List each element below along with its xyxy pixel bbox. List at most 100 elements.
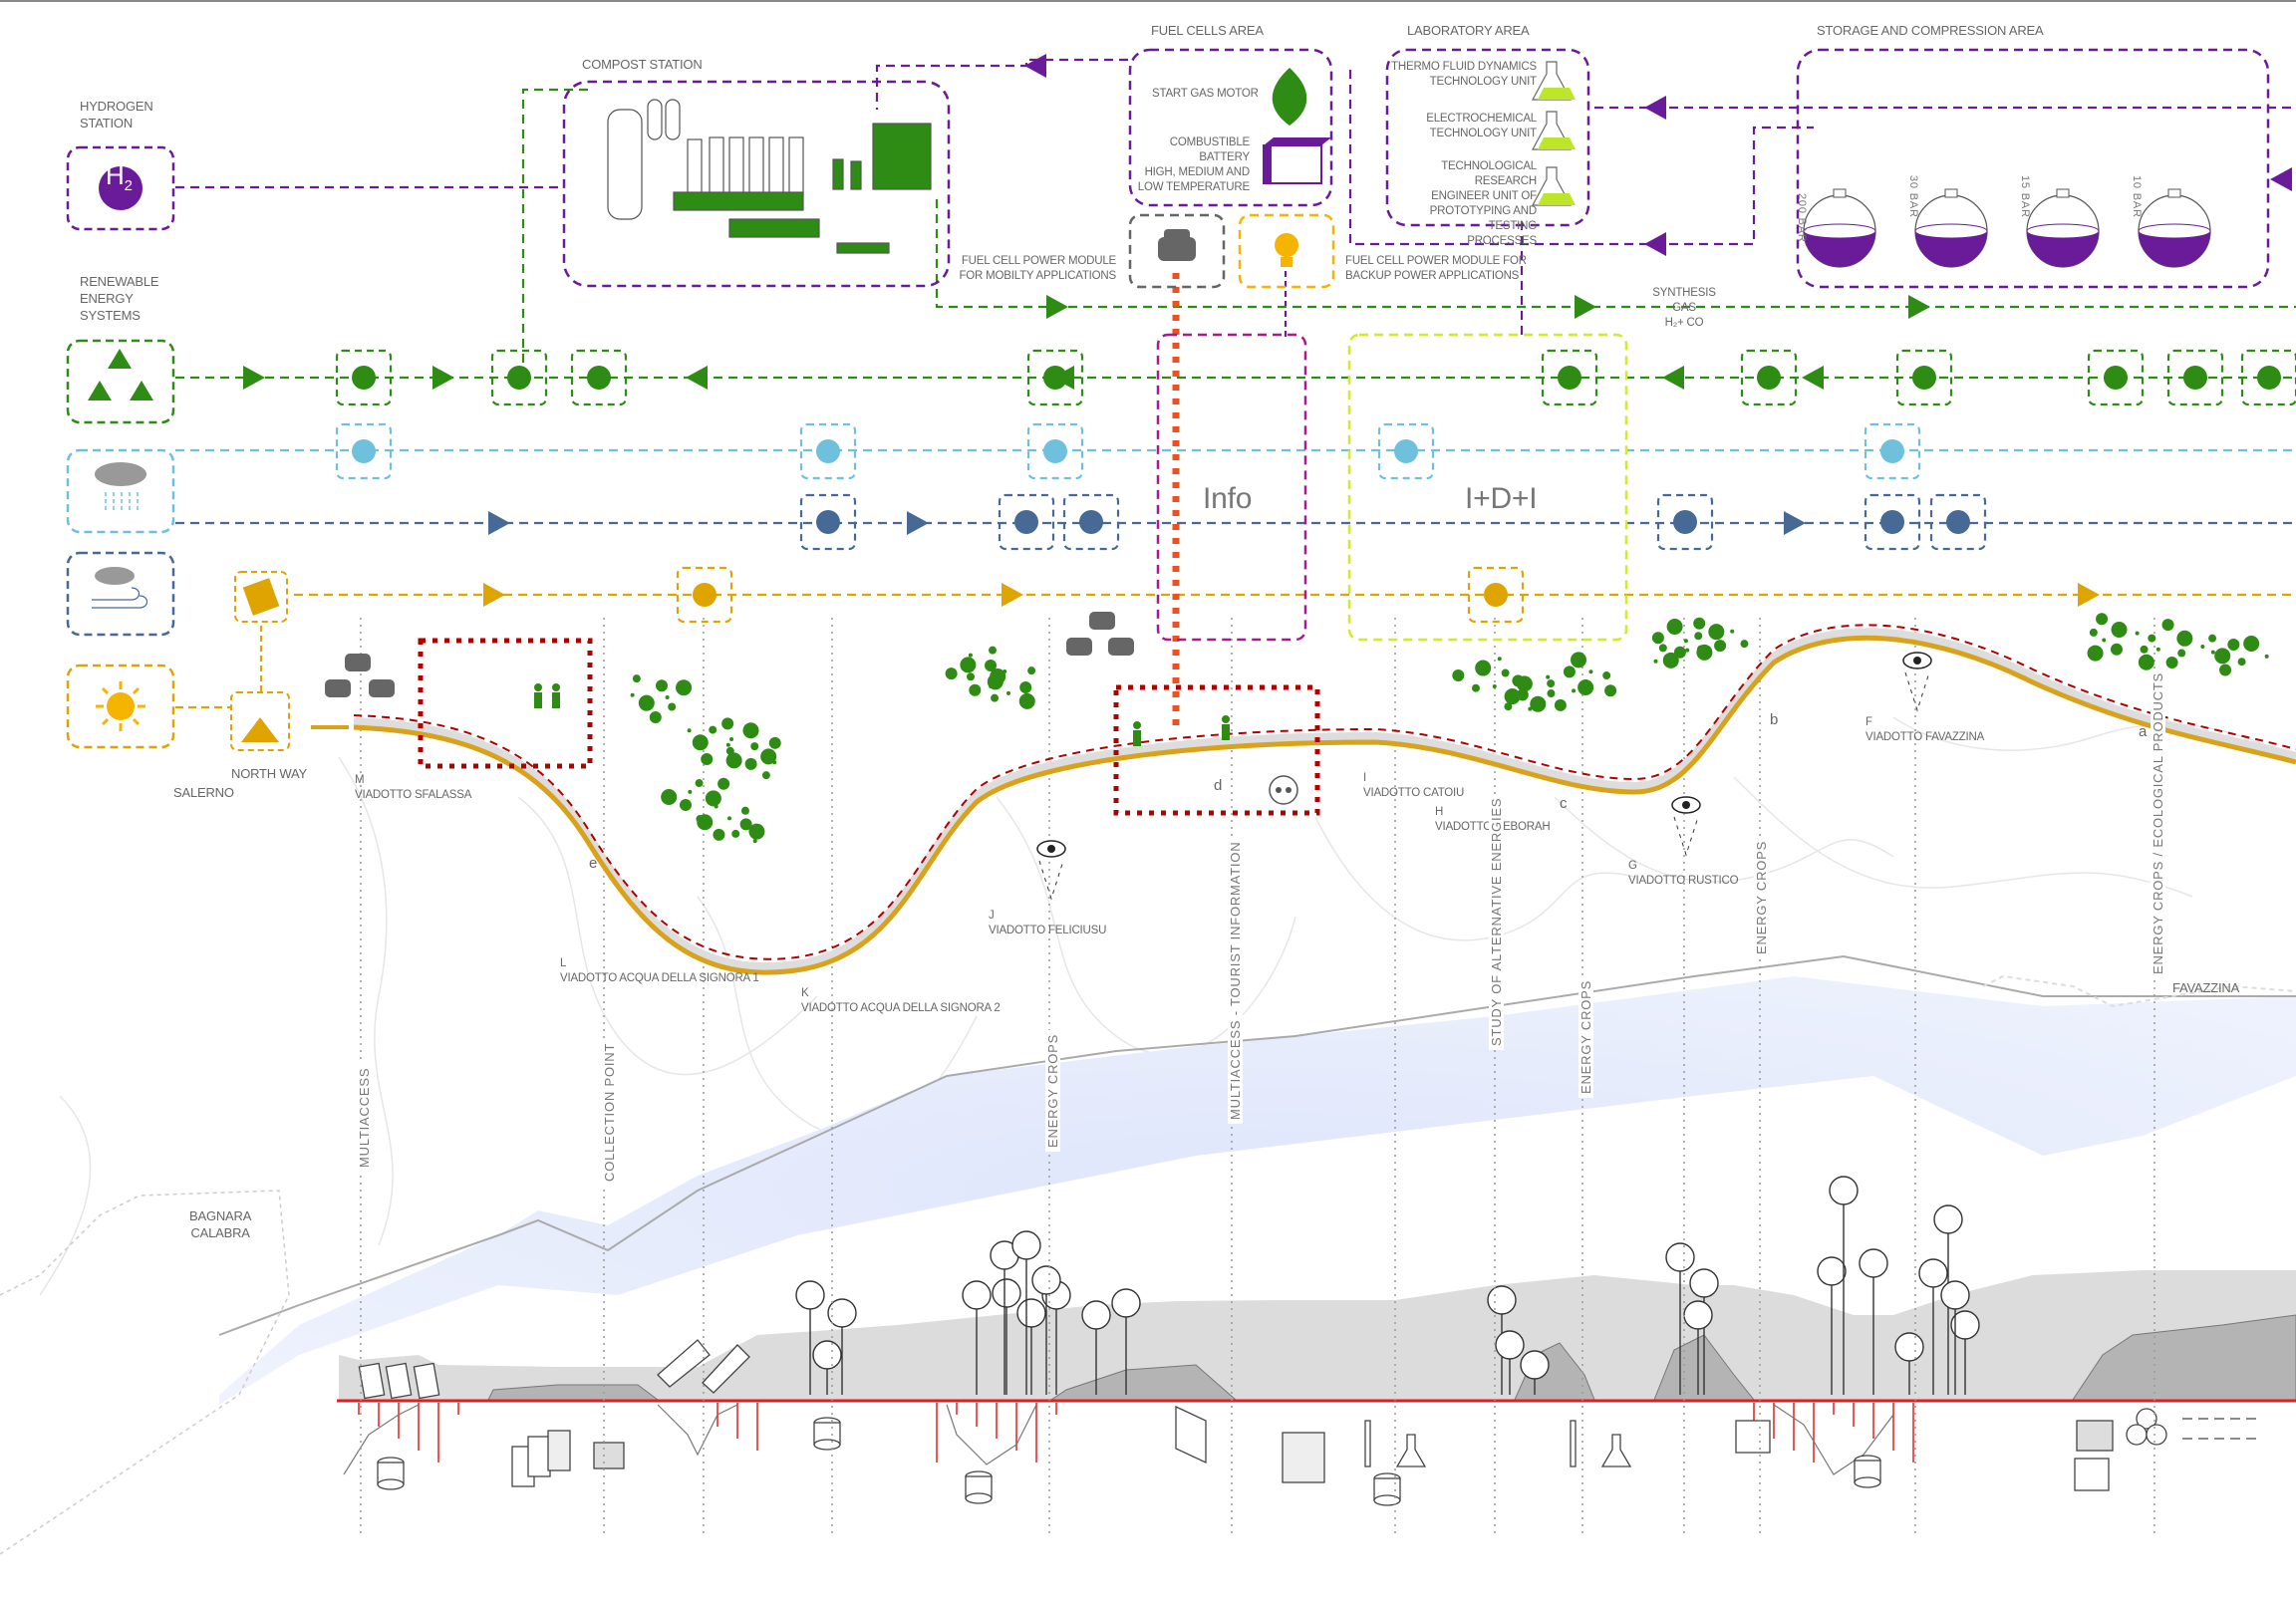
tree-cluster-icon <box>1452 668 1465 681</box>
ground-profile <box>343 1404 1894 1475</box>
combustible-battery-label: COMBUSTIBLE BATTERY HIGH, MEDIUM AND LOW… <box>1137 136 1250 193</box>
tree-cluster-icon <box>2111 621 2128 638</box>
process-icon-box <box>799 422 857 480</box>
balloon-icon <box>1520 1350 1550 1380</box>
start-gas-motor-label: START GAS MOTOR <box>1152 88 1259 100</box>
barrels-icon <box>1282 1432 1325 1483</box>
storage-area-title: STORAGE AND COMPRESSION AREA <box>1817 23 2044 38</box>
tree-cluster-icon <box>740 806 749 815</box>
tree-cluster-icon <box>632 674 641 683</box>
tree-cluster-icon <box>1588 669 1593 674</box>
tree-cluster-icon <box>1546 674 1551 679</box>
process-icon-box <box>570 349 628 406</box>
viaduct-code: M <box>355 774 365 786</box>
balloon-icon <box>962 1280 992 1310</box>
process-icon <box>816 439 840 463</box>
process-icon <box>1757 366 1781 390</box>
tree-cluster-icon <box>1003 669 1007 674</box>
flow-arrow-icon <box>1575 295 1596 319</box>
section-label-energy-crops: ENERGY CROPS <box>1578 975 1593 1098</box>
storage-tank-surface <box>2138 223 2211 239</box>
viaduct-name: VIADOTTO FAVAZZINA <box>1866 731 1985 743</box>
tree-cluster-icon <box>1602 671 1611 680</box>
balloon-icon <box>1683 1300 1713 1330</box>
process-icon-box <box>1541 349 1598 406</box>
sun-icon <box>96 681 145 731</box>
section-label-tourist-info: MULTIACCESS - TOURIST INFORMATION <box>1228 837 1243 1124</box>
wood-stack-icon <box>2076 1420 2114 1452</box>
car-icon <box>1158 229 1196 261</box>
tree-cluster-icon <box>1658 644 1667 653</box>
laboratory-area-title: LABORATORY AREA <box>1407 23 1530 38</box>
hydrogen-station-label: HYDROGEN STATION <box>80 99 153 131</box>
flask-icon-2 <box>1570 1420 1632 1467</box>
tree-cluster-icon <box>721 717 734 730</box>
view-cone <box>1673 816 1699 857</box>
flow-arrow-icon <box>488 511 510 535</box>
tree-cluster-icon <box>701 752 714 765</box>
blocks-icon-1 <box>1735 1420 1771 1454</box>
tank-icon-2 <box>813 1417 841 1451</box>
tank-icon-5 <box>1854 1455 1881 1488</box>
tree-cluster-icon <box>1492 683 1497 688</box>
storage-tank-fill <box>2027 231 2099 267</box>
lightbulb-icon <box>1275 233 1298 267</box>
tree-cluster-icon <box>2200 645 2205 650</box>
storage-tank-valve <box>1944 188 1958 198</box>
process-icon <box>693 583 717 607</box>
process-icon-box <box>1656 493 1714 551</box>
flow-arrow-icon <box>432 366 454 390</box>
tree-cluster-icon <box>1662 652 1679 668</box>
info-hub-label: Info <box>1203 482 1253 515</box>
synthesis-gas-line <box>935 199 2296 309</box>
process-icon-box <box>1740 349 1798 406</box>
tree-cluster-icon <box>2148 634 2156 643</box>
tree-cluster-icon <box>2140 645 2149 654</box>
area-boxes <box>562 48 2270 642</box>
flow-arrow-icon <box>1662 366 1684 390</box>
tree-cluster-icon <box>725 742 730 747</box>
tree-cluster-icon <box>1708 624 1725 641</box>
tree-cluster-icon <box>752 839 757 844</box>
tree-cluster-icon <box>1578 678 1594 695</box>
flow-arrow-icon <box>2078 583 2100 607</box>
tree-cluster-icon <box>1571 652 1587 668</box>
balloons <box>795 1176 1980 1395</box>
process-icon-box <box>1864 422 1921 480</box>
viaduct-code: G <box>1628 860 1637 872</box>
flow-arrow-icon <box>1908 295 1930 319</box>
tree-cluster-icon <box>1693 617 1706 630</box>
process-icon <box>1880 510 1904 534</box>
tree-cluster-icon <box>695 779 704 788</box>
mobility-module-label: FUEL CELL POWER MODULE FOR MOBILTY APPLI… <box>959 255 1116 282</box>
top-border <box>0 0 2296 2</box>
tree-cluster-icon <box>1554 698 1567 711</box>
recycle-icon <box>88 349 153 400</box>
viaduct-name: VIADOTTO ACQUA DELLA SIGNORA 2 <box>801 1002 1001 1014</box>
segment-letter-d: d <box>1214 777 1223 794</box>
process-icon-box <box>799 493 857 551</box>
tree-cluster-icon <box>2219 664 2232 676</box>
process-icon-box <box>1929 493 1987 551</box>
section-icons <box>358 1339 2256 1506</box>
favazzina-pier <box>1982 974 2296 1008</box>
tree-cluster-icon <box>2227 639 2240 652</box>
tank-label-10: 10 BAR <box>2131 175 2143 218</box>
bridge-piers <box>358 1403 1914 1463</box>
tree-cluster-icon <box>742 722 759 739</box>
process-icon <box>507 366 531 390</box>
tree-cluster-icon <box>761 771 770 780</box>
eye-pupil <box>1682 801 1690 809</box>
section-label-collection-point: COLLECTION POINT <box>602 1038 617 1186</box>
balloon-icon <box>992 1278 1021 1308</box>
multiaccess-zone-2 <box>1113 684 1320 816</box>
tree-cluster-icon <box>968 653 973 658</box>
tree-cluster-icon <box>731 829 740 838</box>
lab-unit-electrochemical: ELECTROCHEMICAL TECHNOLOGY UNIT <box>1426 113 1537 139</box>
coastline <box>218 954 2296 1336</box>
segment-letter-e: e <box>589 855 598 872</box>
